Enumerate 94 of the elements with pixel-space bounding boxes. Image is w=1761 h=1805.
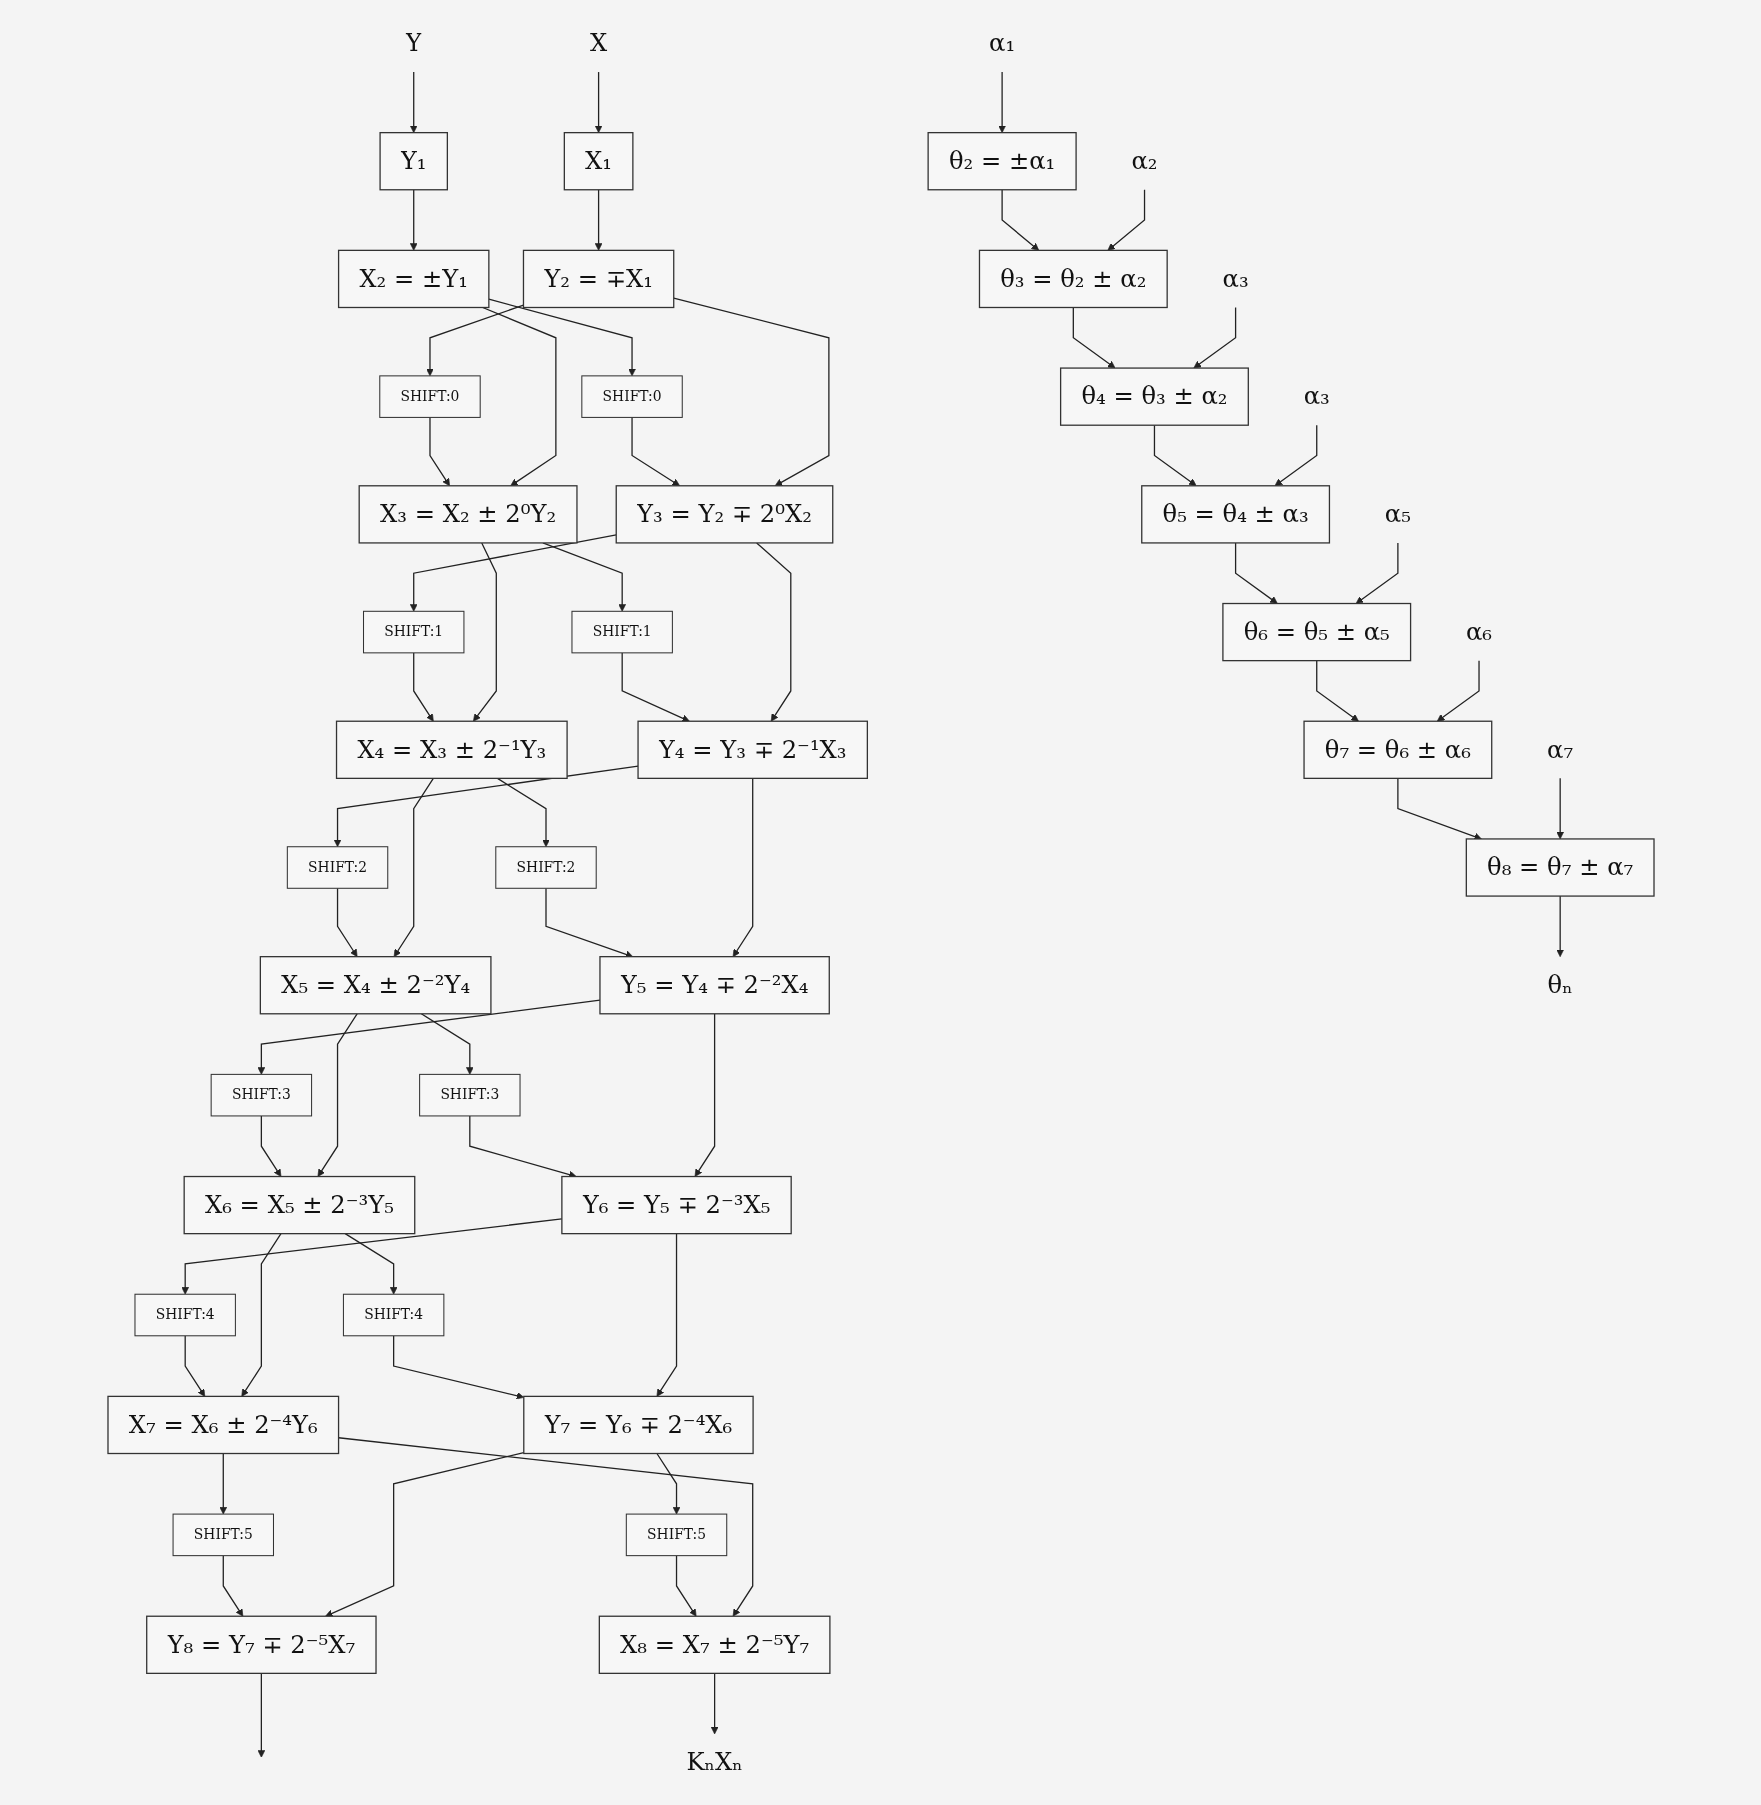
arrow	[1355, 541, 1399, 604]
arrow	[1153, 424, 1197, 486]
arrow	[392, 1334, 524, 1399]
node-box: θ₇ = θ₆ ± α₆	[1302, 720, 1492, 779]
node-box: SHIFT:5	[625, 1513, 727, 1556]
node-box: θ₆ = θ₅ ± α₅	[1221, 602, 1411, 661]
arrow	[544, 887, 633, 958]
node-box: SHIFT:4	[133, 1293, 236, 1336]
node-box: Y₆ = Y₅ ∓ 2⁻³X₅	[560, 1175, 792, 1234]
arrow	[1193, 306, 1236, 368]
node-text: α₆	[1465, 616, 1492, 646]
node-text: X	[589, 28, 607, 57]
node-box: Y₈ = Y₇ ∓ 2⁻⁵X₇	[145, 1615, 377, 1674]
node-text: Y	[405, 28, 422, 57]
node-box: X₆ = X₅ ± 2⁻³Y₅	[183, 1175, 415, 1234]
node-text: α₅	[1384, 499, 1411, 528]
arrow	[222, 1554, 243, 1617]
arrow	[675, 1554, 696, 1617]
arrow	[710, 1672, 718, 1734]
arrow	[412, 651, 434, 722]
node-text: θₙ	[1547, 970, 1573, 999]
arrow	[218, 1452, 227, 1514]
node-box: SHIFT:3	[418, 1073, 521, 1116]
arrow	[594, 188, 602, 251]
arrow	[317, 1012, 358, 1177]
arrow	[336, 887, 357, 957]
arrow	[1000, 188, 1039, 251]
node-box: X₄ = X₃ ± 2⁻¹Y₃	[335, 720, 568, 779]
arrow	[1072, 306, 1115, 368]
node-box: SHIFT:3	[210, 1073, 312, 1116]
node-box: θ₃ = θ₂ ± α₂	[978, 249, 1168, 308]
arrow	[472, 541, 497, 722]
arrow	[184, 1334, 205, 1397]
node-text: α₂	[1130, 145, 1158, 175]
arrow	[621, 651, 690, 722]
arrow	[1107, 188, 1145, 251]
node-box: Y₄ = Y₃ ∓ 2⁻¹X₃	[636, 720, 868, 779]
arrow	[656, 1232, 677, 1397]
arrow	[1274, 424, 1317, 486]
node-text: α₁	[988, 28, 1015, 57]
node-box: Y₁	[378, 131, 448, 190]
arrow	[324, 1451, 524, 1617]
node-box: SHIFT:0	[378, 374, 481, 418]
node-box: X₂ = ±Y₁	[337, 249, 489, 308]
node-box: θ₅ = θ₄ ± α₃	[1140, 484, 1330, 544]
node-text: α₇	[1546, 734, 1573, 764]
arrow	[240, 1232, 282, 1397]
node-text: α₃	[1222, 263, 1249, 293]
arrow	[655, 1452, 680, 1514]
arrow	[1436, 659, 1480, 722]
node-box: Y₂ = ∓X₁	[522, 249, 674, 308]
node-text: KₙXₙ	[685, 1747, 743, 1776]
arrow	[257, 1672, 265, 1758]
arrow	[481, 306, 556, 486]
arrow	[260, 1114, 281, 1177]
arrow	[344, 1232, 397, 1295]
node-box: θ₄ = θ₃ ± α₂	[1059, 366, 1249, 426]
arrow	[630, 416, 680, 486]
node-box: SHIFT:2	[286, 845, 388, 889]
arrow	[694, 1012, 715, 1177]
node-box: SHIFT:2	[494, 845, 597, 889]
arrow	[997, 70, 1006, 133]
arrow	[409, 188, 418, 251]
arrow	[1555, 777, 1564, 839]
node-box: X₁	[563, 131, 633, 190]
node-box: SHIFT:0	[580, 374, 683, 418]
arrow	[1396, 777, 1482, 840]
node-box: θ₂ = ±α₁	[927, 131, 1077, 190]
arrow	[1555, 894, 1564, 957]
arrow	[420, 1012, 474, 1075]
arrow	[180, 1217, 562, 1295]
node-box: X₈ = X₇ ± 2⁻⁵Y₇	[598, 1615, 831, 1674]
arrow	[1315, 659, 1359, 722]
arrow	[496, 777, 550, 847]
node-box: X₃ = X₂ ± 2⁰Y₂	[358, 484, 578, 544]
node-box: Y₇ = Y₆ ∓ 2⁻⁴X₆	[522, 1395, 754, 1454]
node-box: Y₅ = Y₄ ∓ 2⁻²X₄	[598, 955, 830, 1014]
node-box: SHIFT:1	[362, 610, 464, 653]
node-box: SHIFT:4	[342, 1293, 444, 1336]
node-box: X₇ = X₆ ± 2⁻⁴Y₆	[106, 1395, 339, 1454]
node-box: Y₃ = Y₂ ∓ 2⁰X₂	[615, 484, 833, 544]
arrow	[755, 541, 791, 722]
node-box: θ₈ = θ₇ ± α₇	[1465, 837, 1655, 897]
arrow	[468, 1114, 577, 1178]
arrow	[428, 416, 450, 486]
arrow	[393, 777, 434, 957]
arrow	[1234, 541, 1278, 604]
arrow	[732, 777, 753, 957]
node-box: X₅ = X₄ ± 2⁻²Y₄	[259, 955, 492, 1014]
arrow	[409, 70, 418, 133]
node-box: SHIFT:1	[570, 610, 673, 653]
arrow	[594, 70, 602, 133]
node-box: SHIFT:5	[172, 1513, 274, 1556]
node-text: α₃	[1303, 381, 1330, 410]
